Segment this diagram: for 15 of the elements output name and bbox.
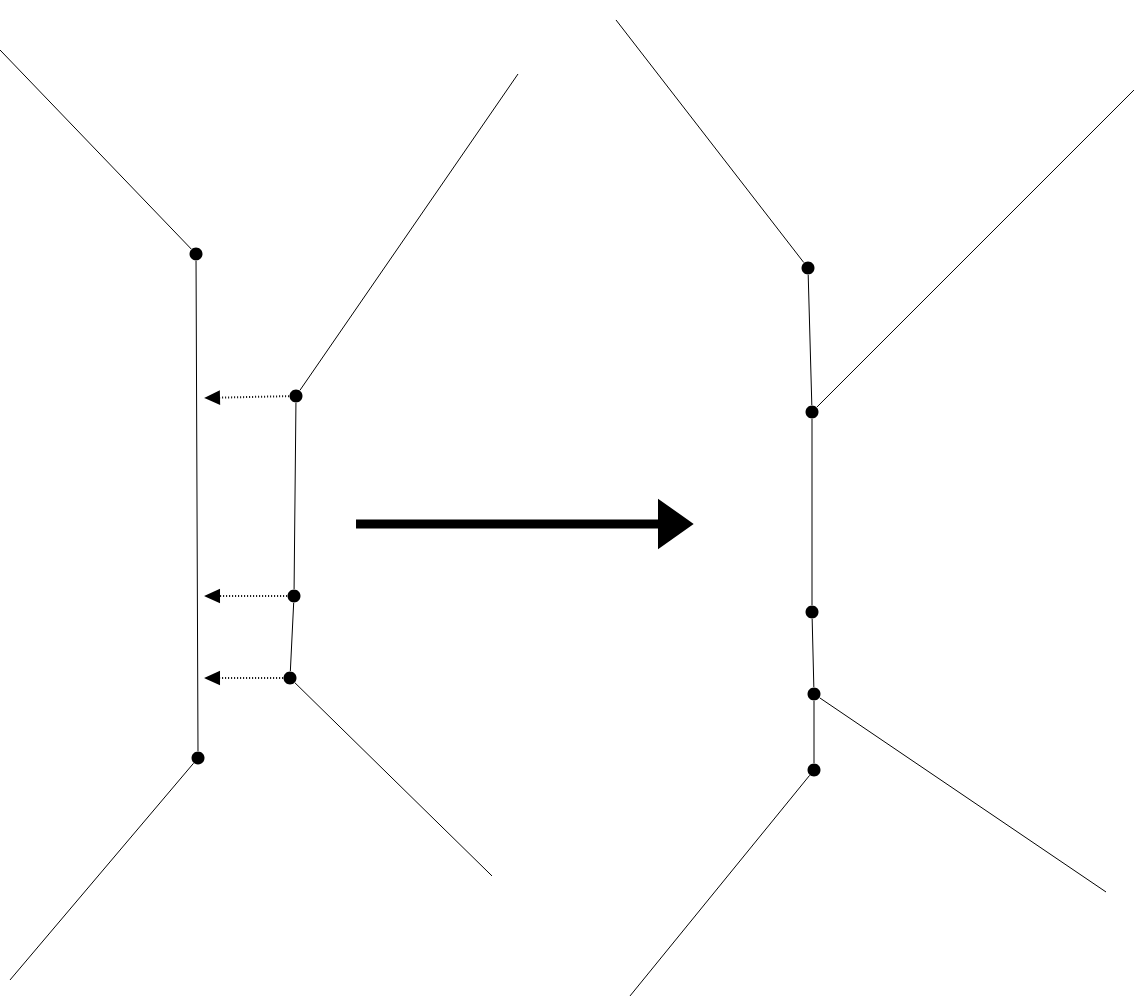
line [807,274,813,406]
line [813,700,815,764]
line [9,762,195,981]
line [629,774,811,997]
line [294,682,493,877]
line [293,402,297,590]
line [816,89,1134,408]
line [299,73,519,391]
line [0,49,192,250]
line [811,418,813,606]
line [811,618,815,688]
line [615,19,805,263]
line [819,697,1107,893]
line [289,602,295,672]
line [195,260,199,752]
